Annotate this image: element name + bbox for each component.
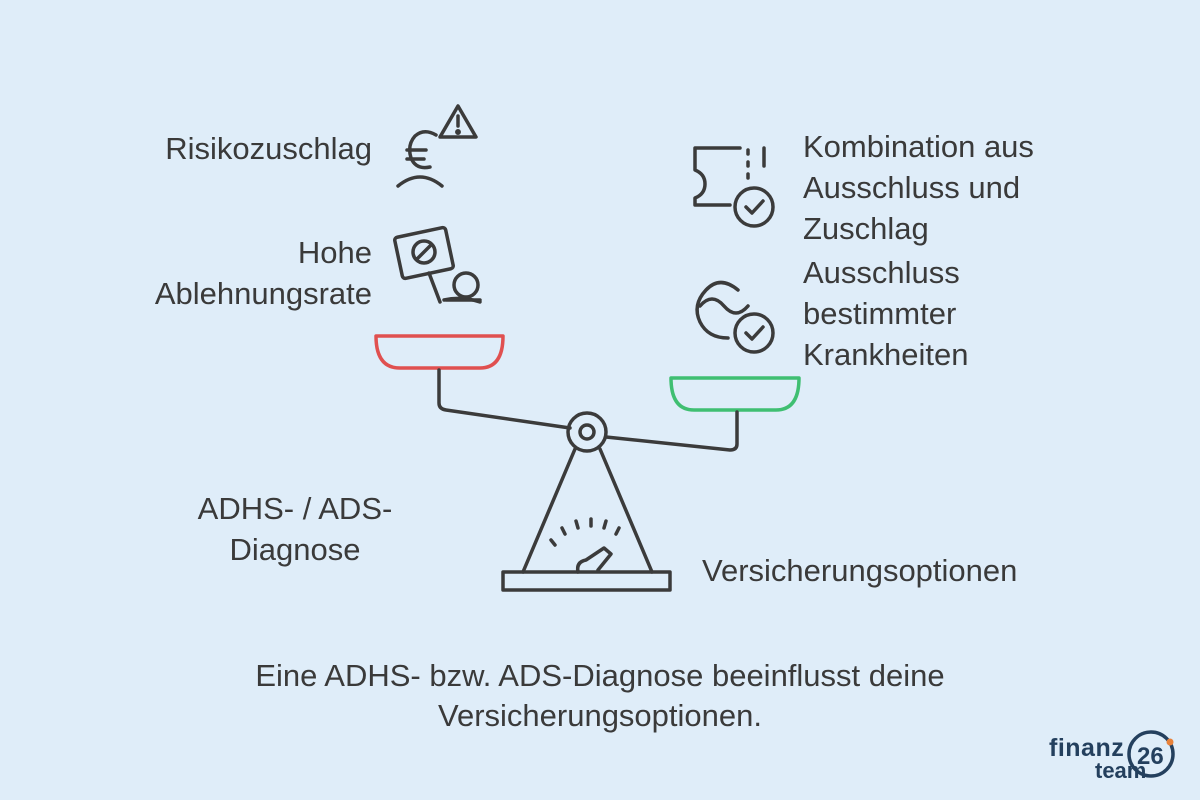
caption-line1: Eine ADHS- bzw. ADS-Diagnose beeinflusst… [255, 658, 945, 693]
right-pan [669, 376, 801, 412]
diagnosis-line1: ADHS- / ADS- [197, 491, 393, 526]
scale-icon [374, 334, 801, 592]
finanzteam-logo: 26 finanz team [1045, 728, 1175, 784]
exclusion-line2: bestimmter [803, 296, 957, 331]
combination-line2: Ausschluss und [803, 170, 1021, 205]
logo-word1: finanz [1049, 734, 1125, 762]
combination-line1: Kombination aus [803, 129, 1034, 164]
exclusion-line3: Krankheiten [803, 337, 969, 372]
high-rejection-line2: Ablehnungsrate [154, 276, 372, 311]
rejection-sign-icon [393, 225, 482, 304]
diagnosis-line2: Diagnose [229, 532, 361, 567]
caption-line2: Versicherungsoptionen. [437, 698, 762, 733]
disease-check-icon [695, 280, 775, 354]
euro-person-warning-icon [396, 104, 478, 188]
exclusion-label: Ausschluss bestimmter Krankheiten [803, 252, 968, 375]
logo-number: 26 [1137, 743, 1164, 770]
risk-surcharge-label: Risikozuschlag [165, 131, 372, 166]
diagnosis-label: ADHS- / ADS- Diagnose [150, 488, 440, 570]
high-rejection-label: Hohe Ablehnungsrate [100, 232, 372, 314]
ticket-check-icon [693, 146, 775, 228]
caption: Eine ADHS- bzw. ADS-Diagnose beeinflusst… [100, 656, 1100, 736]
left-pan [374, 334, 505, 370]
combination-label: Kombination aus Ausschluss und Zuschlag [803, 126, 1034, 249]
exclusion-line1: Ausschluss [803, 255, 960, 290]
logo-word2: team [1095, 758, 1147, 783]
high-rejection-line1: Hohe [297, 235, 372, 270]
insurance-options-label: Versicherungsoptionen [702, 553, 1018, 588]
combination-line3: Zuschlag [803, 211, 929, 246]
